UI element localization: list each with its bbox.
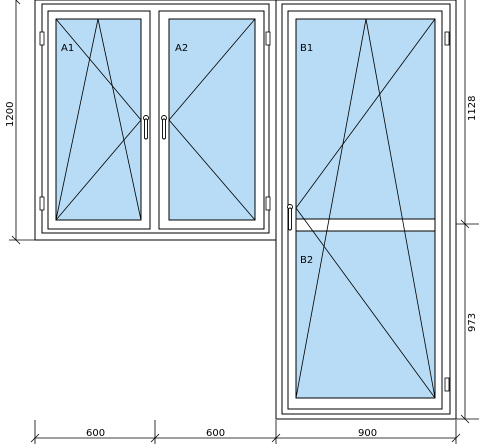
hinge-icon: [444, 377, 450, 392]
pane-label-b2: B2: [300, 255, 313, 266]
left-window-unit: A1 A2: [34, 0, 277, 241]
opening-lines-a1-turn: [55, 18, 142, 221]
hinge-icon: [39, 31, 45, 46]
dimension-bottom-widths: 600 600 900: [30, 420, 461, 444]
dimension-label: 1200: [5, 102, 16, 127]
glass-b2: [295, 230, 436, 399]
opening-lines-b-tilt: [295, 18, 436, 399]
dimension-label: 900: [358, 428, 377, 439]
dimension-right-heights: 1128 973: [456, 0, 479, 424]
glass-a1: [55, 18, 142, 221]
pane-label-a2: A2: [175, 43, 188, 54]
hinge-icon: [444, 31, 450, 46]
opening-lines-b-turn: [295, 18, 436, 399]
handle-door-icon[interactable]: [287, 204, 293, 231]
hinge-icon: [265, 31, 271, 46]
dimension-label: 1128: [467, 96, 478, 121]
hinge-icon: [39, 196, 45, 211]
handle-a2-icon[interactable]: [161, 115, 167, 140]
hinge-icon: [265, 196, 271, 211]
opening-lines-a1-tilt: [55, 18, 142, 221]
dimension-label: 973: [467, 313, 478, 332]
glass-a2: [168, 18, 256, 221]
door-transom: [295, 218, 436, 232]
pane-label-a1: A1: [61, 43, 74, 54]
handle-a1-icon[interactable]: [143, 115, 149, 140]
dimension-label: 600: [206, 428, 225, 439]
glass-b1: [295, 18, 436, 220]
dimension-label: 600: [86, 428, 105, 439]
pane-label-b1: B1: [300, 43, 313, 54]
right-door-unit: B1 B2: [275, 0, 457, 420]
dimension-left-height: 1200: [5, 0, 35, 245]
opening-lines-a2-turn: [168, 18, 256, 221]
